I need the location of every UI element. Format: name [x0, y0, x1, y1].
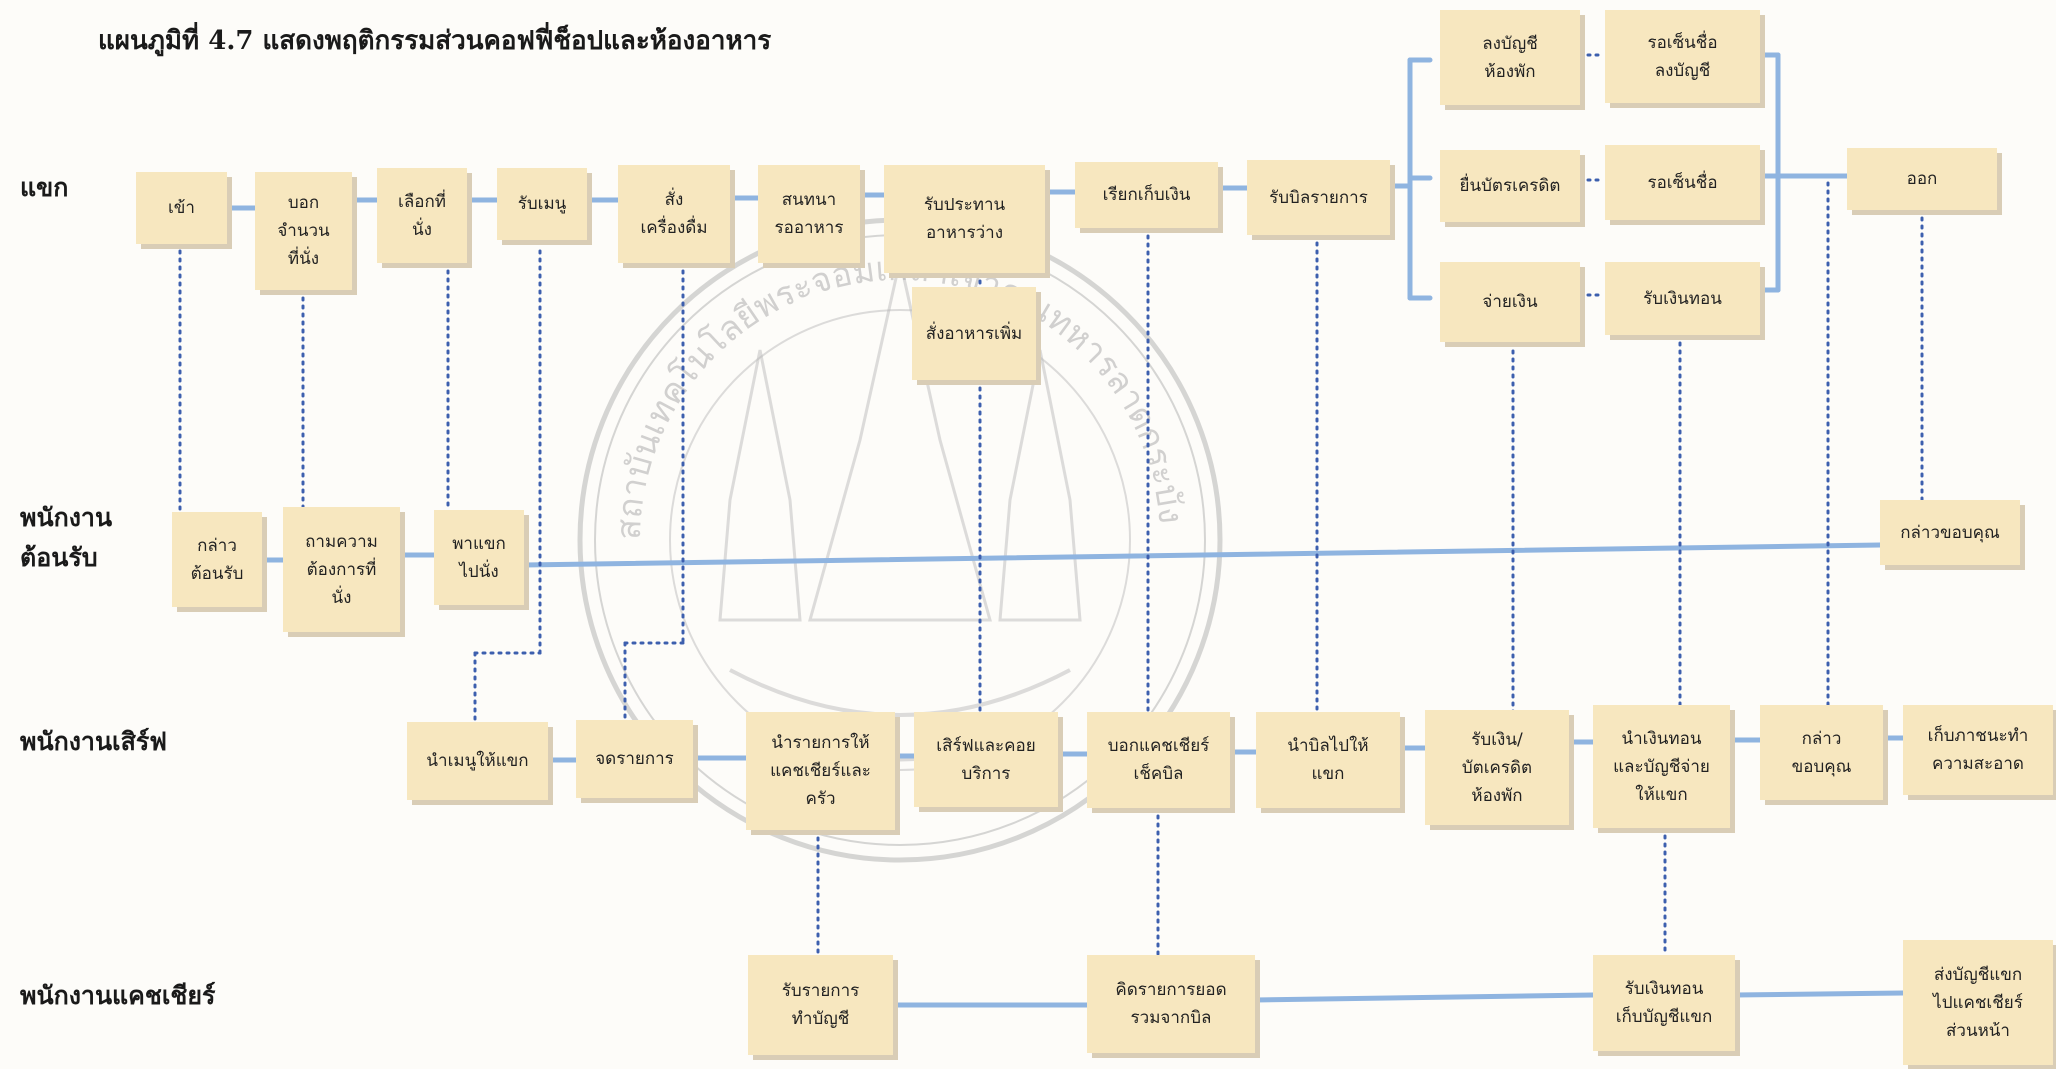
lane-label-guest: แขก: [20, 173, 69, 202]
flow-box-chat-wait-food: สนทนา รออาหาร: [758, 165, 860, 263]
flow-box-ask-seat-preference: ถามความ ต้องการที่ นั่ง: [283, 507, 400, 632]
flow-box-receive-order-accounting: รับรายการ ทำบัญชี: [748, 955, 893, 1055]
flow-box-lead-to-seat: พาแขก ไปนั่ง: [434, 510, 524, 605]
lane-label-cashier: พนักงานแคชเชียร์: [20, 981, 216, 1010]
flow-box-greet-guest: กล่าว ต้อนรับ: [172, 512, 262, 607]
flow-box-receive-change-keep-account: รับเงินทอน เก็บบัญชีแขก: [1593, 955, 1735, 1051]
flow-box-tell-party-size: บอก จำนวน ที่นั่ง: [255, 172, 352, 290]
flow-box-bring-bill-to-guest: นำบิลไปให้ แขก: [1256, 712, 1400, 808]
flow-box-say-thanks-waiter: กล่าว ขอบคุณ: [1760, 705, 1883, 800]
page-title: แผนภูมิที่ 4.7 แสดงพฤติกรรมส่วนคอฟฟี่ช็อ…: [98, 26, 772, 56]
flow-box-pay-cash: จ่ายเงิน: [1440, 262, 1580, 342]
flow-box-send-account-front-cashier: ส่งบัญชีแขก ไปแคชเชียร์ ส่วนหน้า: [1903, 940, 2053, 1065]
flow-box-wait-sign: รอเซ็นชื่อ: [1605, 145, 1760, 220]
flow-box-order-drinks: สั่ง เครื่องดื่ม: [618, 165, 730, 263]
flow-box-charge-to-room: ลงบัญชี ห้องพัก: [1440, 10, 1580, 105]
flow-box-receive-change: รับเงินทอน: [1605, 262, 1760, 335]
flow-box-hand-credit-card: ยื่นบัตรเครดิต: [1440, 150, 1580, 222]
flow-box-exit: ออก: [1847, 148, 1997, 210]
flow-box-serve-and-attend: เสิร์ฟและคอย บริการ: [914, 712, 1058, 807]
flow-box-request-bill: เรียกเก็บเงิน: [1075, 162, 1218, 228]
flow-box-receive-bill: รับบิลรายการ: [1247, 160, 1390, 235]
flow-box-receive-menu: รับเมนู: [497, 168, 587, 240]
flow-box-receive-payment: รับเงิน/ บัตเครดิต ห้องพัก: [1425, 710, 1569, 825]
flow-box-send-order-cashier-kitchen: นำรายการให้ แคชเชียร์และ ครัว: [746, 712, 895, 830]
flow-box-total-from-bill: คิดรายการยอด รวมจากบิล: [1087, 955, 1255, 1053]
flow-box-order-more: สั่งอาหารเพิ่ม: [912, 287, 1036, 380]
flow-box-clear-and-clean: เก็บภาชนะทำ ความสะอาด: [1903, 705, 2053, 795]
flow-box-choose-seat: เลือกที่ นั่ง: [377, 168, 467, 263]
flow-box-say-thanks-receptionist: กล่าวขอบคุณ: [1880, 500, 2020, 565]
flow-box-wait-sign-account: รอเซ็นชื่อ ลงบัญชี: [1605, 10, 1760, 103]
flow-box-tell-cashier-check-bill: บอกแคชเชียร์ เช็คบิล: [1087, 712, 1230, 808]
flow-box-take-order: จดรายการ: [576, 720, 693, 798]
flow-box-bring-menu: นำเมนูให้แขก: [407, 722, 548, 800]
flow-box-eat-snacks: รับประทาน อาหารว่าง: [884, 165, 1045, 273]
lane-label-waiter: พนักงานเสิร์ฟ: [20, 727, 167, 756]
flow-box-enter: เข้า: [136, 172, 227, 244]
lane-label-receptionist: พนักงาน ต้อนรับ: [20, 503, 113, 572]
flow-box-return-change-receipt: นำเงินทอน และบัญชีจ่าย ให้แขก: [1593, 705, 1730, 828]
